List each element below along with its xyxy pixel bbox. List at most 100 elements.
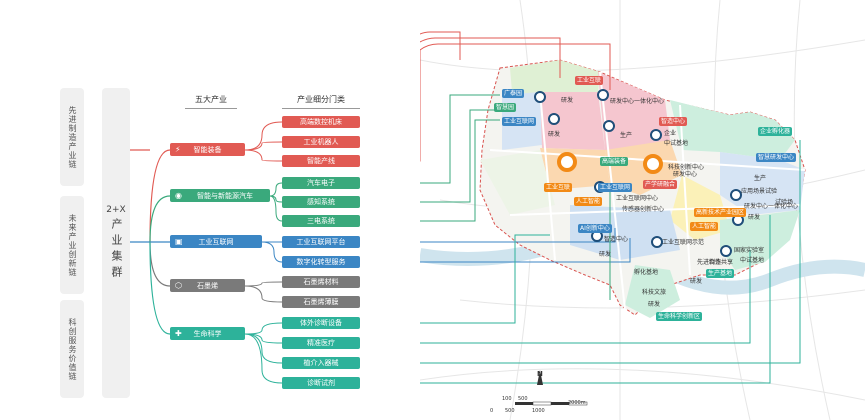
industry-graphene[interactable]: ⬡ 石墨烯 bbox=[170, 279, 245, 292]
sector-iot-platform[interactable]: 工业互联网平台 bbox=[282, 236, 360, 248]
map-label: 产学研融合 bbox=[643, 180, 678, 189]
scale-tick: 1000 bbox=[532, 408, 545, 414]
sector-clinical-reagent[interactable]: 诊断试剂 bbox=[282, 377, 360, 389]
cluster-title: 产业集群 bbox=[110, 217, 123, 282]
cluster-prefix: 2+X bbox=[106, 204, 126, 215]
map-label: 研发 bbox=[548, 131, 561, 138]
map-label: 智慧园 bbox=[494, 103, 517, 112]
map-label: 孵化基地 bbox=[634, 269, 659, 276]
map-label: 人工智能 bbox=[574, 197, 603, 206]
map-label: 试验场 bbox=[775, 199, 794, 206]
header-industries: 五大产业 bbox=[185, 94, 237, 109]
car-icon: ◉ bbox=[175, 191, 182, 200]
map-label: 智造中心 bbox=[604, 236, 629, 243]
sector-smart-line[interactable]: 智能产线 bbox=[282, 155, 360, 167]
dna-icon: ✚ bbox=[175, 329, 182, 338]
map-label: 国家实验室 bbox=[734, 247, 765, 254]
map-label: 研发 bbox=[748, 214, 761, 221]
map-label: 科技文旅 bbox=[642, 289, 667, 296]
industry-life-science-label: 生命科学 bbox=[193, 329, 222, 338]
map-label: 研发中心 bbox=[673, 171, 698, 178]
map-label: 高端装备 bbox=[600, 157, 629, 166]
map-node bbox=[534, 91, 546, 103]
map-node bbox=[548, 113, 560, 125]
map-node bbox=[597, 89, 609, 101]
map-label: 智慧研发中心 bbox=[756, 153, 797, 162]
map-node bbox=[603, 120, 615, 132]
map-label: 科技创新中心 bbox=[668, 164, 705, 171]
sector-sensing[interactable]: 感知系统 bbox=[282, 196, 360, 208]
map-label: 企业孵化器 bbox=[758, 127, 793, 136]
map-node bbox=[650, 129, 662, 141]
scale-tick: 0 bbox=[490, 408, 494, 414]
group-tech-label: 科创服务价值链 bbox=[68, 317, 77, 381]
sector-ivd[interactable]: 体外诊断设备 bbox=[282, 317, 360, 329]
hexagon-icon: ⬡ bbox=[175, 281, 182, 290]
sector-three-elec[interactable]: 三电系统 bbox=[282, 215, 360, 227]
scale-tick: 500 bbox=[505, 408, 515, 414]
zone-green-east bbox=[670, 100, 795, 160]
map-label: 生产 bbox=[620, 132, 633, 139]
sector-auto-elec[interactable]: 汽车电子 bbox=[282, 177, 360, 189]
scale-tick: 100 bbox=[502, 396, 512, 402]
map-label: 工业互联网中心 bbox=[616, 195, 659, 202]
map-label: 工业互联网示范 bbox=[662, 239, 705, 246]
map-label: 工业互联 bbox=[575, 76, 604, 85]
network-icon: ▣ bbox=[175, 237, 183, 246]
map-label: 生产基地 bbox=[706, 269, 735, 278]
map-label: 研发中心一体化中心 bbox=[744, 203, 799, 210]
map-label: 中试基地 bbox=[664, 140, 689, 147]
map-label: 生命科学创新区 bbox=[656, 312, 703, 321]
map-node bbox=[730, 189, 742, 201]
scale-bar bbox=[515, 370, 588, 406]
map-label: 广泰园 bbox=[502, 89, 525, 98]
industry-smart-ev-label: 智能与新能源汽车 bbox=[197, 191, 253, 200]
map-label: 工业互联 bbox=[544, 183, 573, 192]
sector-graphene-film[interactable]: 石墨烯薄膜 bbox=[282, 296, 360, 308]
sector-cnc[interactable]: 高端数控机床 bbox=[282, 116, 360, 128]
industry-smart-ev[interactable]: ◉ 智能与新能源汽车 bbox=[170, 189, 270, 202]
sector-digital-service[interactable]: 数字化转型服务 bbox=[282, 256, 360, 268]
north-arrow-label: N bbox=[537, 370, 543, 378]
header-sectors: 产业细分门类 bbox=[282, 94, 360, 109]
sector-robot[interactable]: 工业机器人 bbox=[282, 136, 360, 148]
map-label: 研发 bbox=[599, 251, 612, 258]
map-label: 工业互联网 bbox=[598, 183, 633, 192]
zone-west bbox=[480, 150, 555, 215]
map-node bbox=[720, 245, 732, 257]
sector-precision-medicine[interactable]: 精准医疗 bbox=[282, 337, 360, 349]
map-label: 研发中心一体化中心 bbox=[610, 98, 665, 105]
zone-red bbox=[540, 92, 605, 150]
map-label: 人工智能 bbox=[690, 222, 719, 231]
map-label: 智造中心 bbox=[659, 117, 688, 126]
map-label: 企业 bbox=[664, 130, 677, 137]
industry-cluster-box: 2+X 产业集群 bbox=[102, 88, 130, 398]
wrench-icon: ⚡ bbox=[175, 145, 181, 154]
industry-life-science[interactable]: ✚ 生命科学 bbox=[170, 327, 245, 340]
map-label: 研发 bbox=[690, 278, 703, 285]
sector-graphene-material[interactable]: 石墨烯材料 bbox=[282, 276, 360, 288]
industry-smart-equipment[interactable]: ⚡ 智能装备 bbox=[170, 143, 245, 156]
group-tech-service: 科创服务价值链 bbox=[60, 300, 84, 398]
map-label: 高新技术产业园区 bbox=[694, 208, 747, 217]
group-advanced-manufacturing: 先进制造产业链 bbox=[60, 88, 84, 186]
map-label: 生产 bbox=[754, 175, 767, 182]
sector-interventional[interactable]: 植介入器械 bbox=[282, 357, 360, 369]
zone-orange-west bbox=[540, 148, 610, 190]
map-label: AI创新中心 bbox=[578, 224, 612, 233]
zone-green-south bbox=[625, 265, 680, 318]
industry-graphene-label: 石墨烯 bbox=[197, 281, 218, 290]
industry-industrial-internet-label: 工业互联网 bbox=[198, 237, 234, 246]
map-label: 应用场景试验 bbox=[741, 188, 778, 195]
industry-industrial-internet[interactable]: ▣ 工业互联网 bbox=[170, 235, 262, 248]
map-label: 中试基地 bbox=[740, 257, 765, 264]
map-label: 研发 bbox=[648, 301, 661, 308]
map-label: 工业互联网 bbox=[502, 117, 537, 126]
zone-north bbox=[510, 60, 600, 100]
map-label: 传感器创新中心 bbox=[622, 206, 665, 213]
group-advanced-label: 先进制造产业链 bbox=[68, 105, 77, 169]
industry-smart-equipment-label: 智能装备 bbox=[193, 145, 222, 154]
group-future-industry: 未来产业创新链 bbox=[60, 196, 84, 294]
map-label: 合作共享 bbox=[709, 259, 734, 266]
